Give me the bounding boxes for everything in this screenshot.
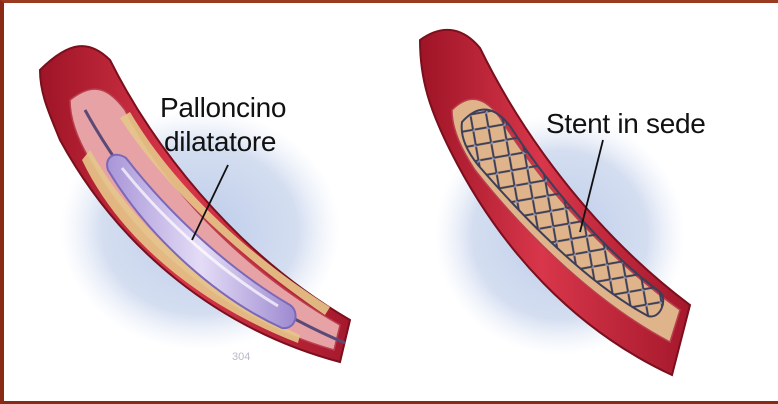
balloon-label-line-2: dilatatore bbox=[164, 126, 276, 158]
balloon-label-line-1: Palloncino bbox=[160, 92, 286, 124]
stent-label: Stent in sede bbox=[546, 108, 706, 140]
stent-panel bbox=[420, 30, 690, 375]
watermark-text: 304 bbox=[232, 351, 250, 363]
